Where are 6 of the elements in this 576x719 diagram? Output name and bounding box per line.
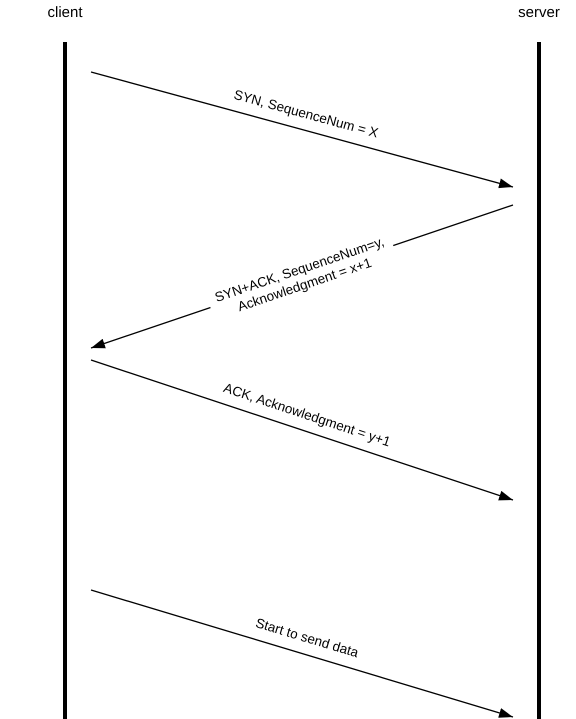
participant-label: server <box>517 4 561 21</box>
participant-label: client <box>46 4 84 21</box>
arrow <box>90 71 514 188</box>
arrow <box>90 589 514 718</box>
arrow <box>90 359 514 501</box>
edge-label: Start to send data <box>253 615 360 661</box>
